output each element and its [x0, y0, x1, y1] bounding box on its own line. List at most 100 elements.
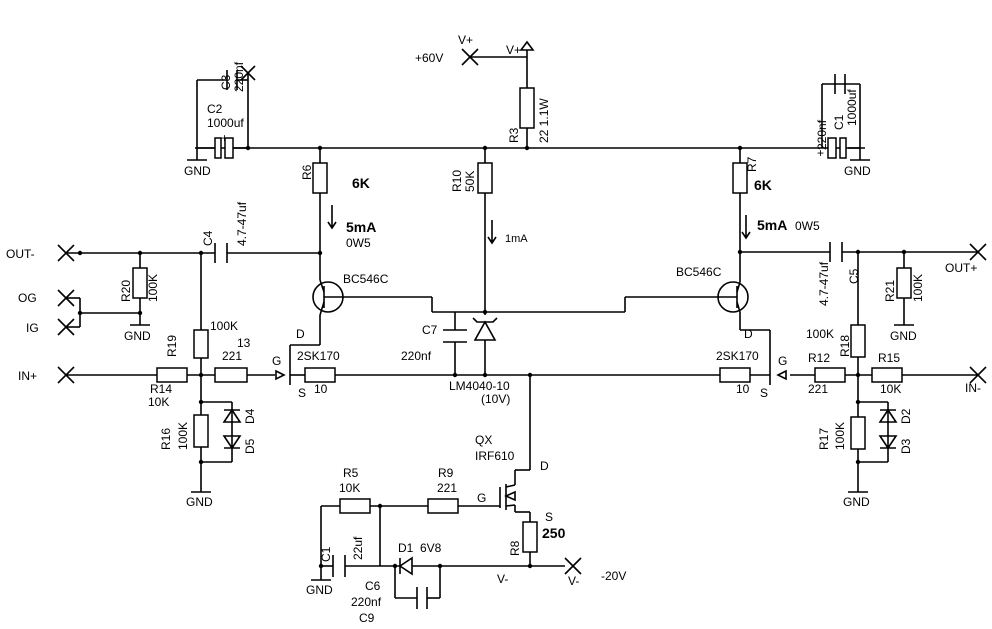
- r12-value: 221: [808, 382, 828, 396]
- c-right-top-a-value: 1000uf: [845, 89, 859, 126]
- c1-value: 22uf: [351, 536, 365, 560]
- r16-value: 100K: [176, 422, 190, 450]
- r18-body: [850, 324, 866, 358]
- r10-ref: R10: [450, 170, 464, 192]
- r18-ref: R18: [838, 335, 852, 357]
- ig-label: IG: [26, 321, 39, 335]
- zener-ref-icon: [472, 317, 498, 341]
- c1-ref: C1: [319, 546, 333, 562]
- r8-body: [522, 521, 538, 553]
- vminus-pin-label: V-: [568, 574, 579, 588]
- r7-value: 6K: [754, 177, 772, 193]
- c5-value: 4.7-47uf: [817, 261, 831, 306]
- r7-body: [732, 162, 748, 194]
- r16-body: [193, 414, 209, 448]
- r12-body: [814, 367, 846, 383]
- ref-ic-volts: (10V): [481, 392, 510, 406]
- c2-symbol: [214, 137, 248, 159]
- q-right-part: BC546C: [676, 265, 722, 279]
- c2-plus: +: [221, 131, 228, 145]
- c9-ref: C9: [359, 611, 375, 625]
- r-left-gate-body: [304, 367, 336, 383]
- r14-body: [156, 367, 188, 383]
- j-left-jfet-icon: [275, 360, 291, 385]
- in-minus-label: IN-: [965, 381, 981, 395]
- gnd-label: GND: [124, 329, 151, 343]
- r15-ref: R15: [878, 351, 900, 365]
- wires: [66, 50, 978, 599]
- ref-current: 1mA: [505, 233, 528, 245]
- gnd-label: GND: [843, 495, 870, 509]
- c4-symbol: [214, 243, 228, 263]
- qx-part: IRF610: [475, 449, 515, 463]
- r-right-gate-body: [719, 367, 751, 383]
- r12-ref: R12: [808, 351, 830, 365]
- c5-ref: C5: [847, 268, 861, 284]
- c6-value: 220nf: [351, 595, 382, 609]
- c2-ref: C2: [207, 102, 223, 116]
- r15-value: 10K: [880, 382, 901, 396]
- q-right-bjt-icon: [717, 281, 749, 313]
- r9-value: 221: [437, 481, 457, 495]
- c7-ref: C7: [422, 323, 438, 337]
- c3-symbol: [226, 70, 238, 90]
- r9-body: [427, 498, 459, 514]
- terminal-c3: [240, 65, 256, 81]
- r10-value: 50K: [463, 171, 477, 192]
- d2-diode-icon: [878, 408, 898, 423]
- q-left-bjt-icon: [312, 279, 344, 316]
- vplus-net-label: V+: [458, 33, 473, 47]
- terminal-in-plus: [57, 366, 75, 384]
- qx-mosfet-icon: [499, 484, 516, 510]
- c9-symbol: [416, 587, 428, 609]
- r6-ref: R6: [300, 164, 314, 180]
- d4-ref: D4: [243, 408, 257, 424]
- j-right-part: 2SK170: [716, 349, 759, 363]
- arrow-down-icon: [327, 205, 337, 230]
- ref-ic-part: LM4040-10: [449, 379, 510, 393]
- r13-value: 221: [222, 349, 242, 363]
- gnd-label: GND: [844, 164, 871, 178]
- pin-s-label: S: [545, 510, 553, 524]
- out-minus-label: OUT-: [6, 247, 35, 261]
- terminals: [57, 48, 987, 575]
- c3-value: 220nf: [232, 61, 246, 92]
- r5-value: 10K: [339, 481, 360, 495]
- gnd-label: GND: [186, 495, 213, 509]
- d1-value: 6V8: [420, 541, 442, 555]
- r18-value: 100K: [806, 327, 834, 341]
- r10-body: [477, 162, 493, 194]
- r19-value: 100K: [210, 319, 238, 333]
- c7-value: 220nf: [401, 349, 432, 363]
- r20-ref: R20: [119, 280, 133, 302]
- vminus-value: -20V: [601, 569, 626, 583]
- d1-ref: D1: [398, 541, 414, 555]
- c6-ref: C6: [365, 579, 381, 593]
- terminal-vminus: [564, 557, 582, 575]
- c-right-top-a-symbol: [827, 137, 847, 159]
- r17-ref: R17: [817, 428, 831, 450]
- pin-g-label: G: [778, 354, 787, 368]
- c4-value: 4.7-47uf: [235, 201, 249, 246]
- c-right-top-a-ref: C1: [832, 114, 846, 130]
- r14-value: 10K: [148, 395, 169, 409]
- j-right-jfet-icon: [769, 360, 787, 385]
- out-plus-label: OUT+: [945, 261, 977, 275]
- r14-ref: R14: [150, 382, 172, 396]
- vplus-value: +60V: [415, 51, 443, 65]
- terminal-in-minus: [969, 366, 987, 384]
- r5-body: [339, 498, 371, 514]
- r21-value: 100K: [911, 274, 925, 302]
- r6-value: 6K: [352, 175, 370, 191]
- pin-s-label: S: [760, 386, 768, 400]
- gnd-label: GND: [184, 164, 211, 178]
- gnd-label: GND: [306, 583, 333, 597]
- r15-body: [871, 367, 903, 383]
- d3-diode-icon: [878, 435, 898, 450]
- q-left-part: BC546C: [343, 272, 389, 286]
- r9-ref: R9: [438, 466, 454, 480]
- transistors: [275, 279, 787, 510]
- r20-body: [132, 267, 148, 299]
- pin-g-label: G: [477, 491, 486, 505]
